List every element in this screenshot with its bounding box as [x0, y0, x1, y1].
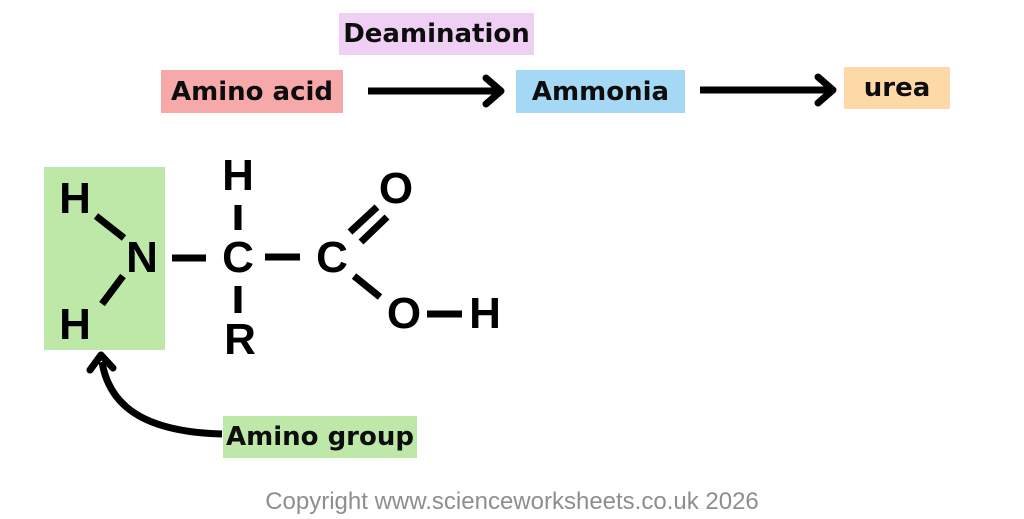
- arrow-head-2: [814, 73, 837, 107]
- arrow-head-1: [482, 74, 505, 108]
- bond-c-o-single: [351, 273, 383, 300]
- atom-h-top: H: [222, 151, 254, 200]
- atom-c-carboxyl: C: [316, 233, 348, 282]
- ammonia-text: Ammonia: [531, 76, 670, 107]
- deamination-label: Deamination: [339, 13, 534, 55]
- bond-n-h-bottom: [99, 273, 126, 307]
- amino-group-text: Amino group: [226, 422, 414, 452]
- atom-h-bottom-left: H: [59, 300, 91, 349]
- annotation-arrow-head: [86, 351, 117, 374]
- bond-c-o-double-a: [347, 204, 380, 235]
- atom-o-hydroxyl: O: [386, 289, 422, 338]
- urea-box: urea: [844, 67, 950, 109]
- bond-c-o-double-b: [358, 214, 390, 245]
- deamination-text: Deamination: [343, 19, 530, 49]
- annotation-arrow: [98, 361, 223, 438]
- atom-n: N: [126, 233, 158, 282]
- atom-o-double: O: [378, 164, 414, 213]
- copyright-text: Copyright www.scienceworksheets.co.uk 20…: [265, 488, 759, 515]
- bond-n-h-top: [93, 213, 127, 241]
- amino-acid-text: Amino acid: [170, 76, 334, 107]
- amino-group-label: Amino group: [223, 416, 417, 458]
- urea-text: urea: [863, 73, 931, 103]
- atom-c-alpha: C: [222, 233, 254, 282]
- ammonia-box: Ammonia: [516, 70, 685, 113]
- atom-h-hydroxyl: H: [469, 289, 501, 338]
- amino-group-highlight: [44, 167, 165, 350]
- atom-h-top-left: H: [59, 174, 91, 223]
- atom-r: R: [224, 315, 256, 364]
- amino-acid-box: Amino acid: [161, 70, 343, 113]
